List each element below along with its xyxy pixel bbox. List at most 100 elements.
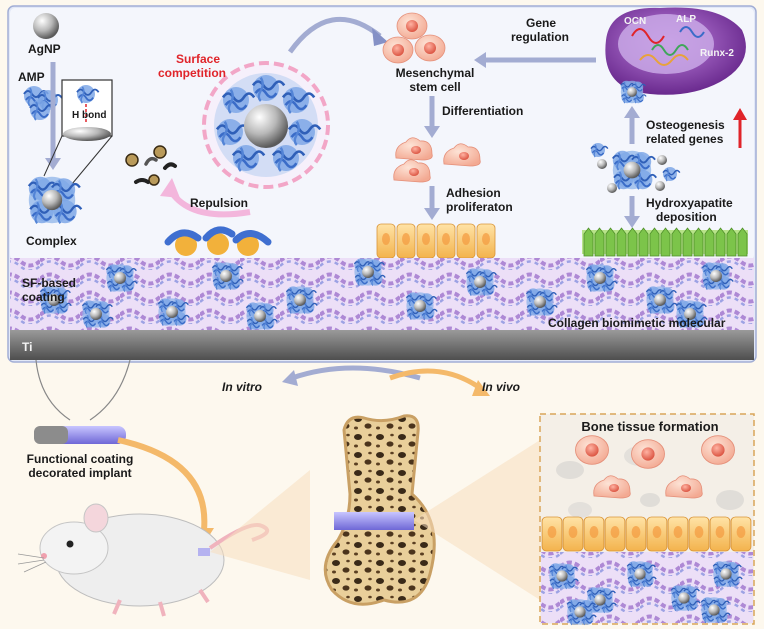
- arrow-head-circle-to-msc: [372, 28, 388, 46]
- osteogenesis-label-1: Osteogenesis: [646, 118, 725, 132]
- beam-femur-to-panel: [414, 440, 540, 600]
- hydroxyapatite-crystal: [660, 227, 671, 257]
- bone-osteoblast: [646, 516, 668, 552]
- surface-competition-label-2: competition: [158, 66, 226, 80]
- implant-label-1: Functional coating: [26, 452, 134, 466]
- alp-label: ALP: [676, 14, 696, 25]
- hydroxyapatite-crystals-icon: [582, 227, 748, 257]
- hydroxyapatite-label-1: Hydroxyapatite: [646, 196, 733, 210]
- hydroxyapatite-crystal: [605, 227, 616, 257]
- coating-complex: [406, 292, 437, 319]
- msc-label-1: Mesenchymal: [395, 66, 475, 80]
- up-arrow-icon: [733, 108, 747, 148]
- h-bond-inset: [43, 79, 113, 185]
- arrow-circle-to-msc: [287, 16, 382, 54]
- coating-complex: [106, 264, 137, 291]
- hydroxyapatite-crystal: [737, 227, 748, 257]
- surface-bacteria-icon: [164, 226, 272, 256]
- bone-complex: [713, 561, 742, 587]
- arrow-head-differentiation: [424, 126, 440, 138]
- ti-substrate: [10, 330, 754, 360]
- hydroxyapatite-crystal: [671, 227, 682, 257]
- complex-label: Complex: [26, 234, 77, 248]
- bone-osteoblast: [604, 516, 626, 552]
- coating-complex: [158, 298, 189, 325]
- coating-complex: [354, 258, 385, 285]
- mouse-icon: [17, 503, 270, 617]
- bone-osteoblast: [583, 516, 605, 552]
- femur-icon: [323, 414, 436, 606]
- hydroxyapatite-label-2: deposition: [656, 210, 717, 224]
- gene-regulation-label-1: Gene: [525, 16, 556, 30]
- msc-label-2: stem cell: [409, 80, 461, 94]
- agnp-sphere-icon: [33, 13, 59, 39]
- arrow-implant-to-mouse: [117, 437, 208, 531]
- hydroxyapatite-crystal: [682, 227, 693, 257]
- bacteria-cluster-icon: [125, 145, 177, 186]
- hydroxyapatite-crystal: [693, 227, 704, 257]
- osteoblast-cell-icon: [605, 7, 746, 103]
- beam-mouse-to-femur: [210, 470, 310, 580]
- repulsion-arrow-head: [160, 178, 180, 198]
- adhesion-label-1: Adhesion: [446, 186, 501, 200]
- hydroxyapatite-crystal: [616, 227, 627, 257]
- in-vitro-label: In vitro: [222, 380, 263, 394]
- hydroxyapatite-crystal: [726, 227, 737, 257]
- collagen-label: Collagen biomimetic molecular: [548, 316, 726, 330]
- arrow-in-vivo: [389, 368, 482, 391]
- arrow-head-hydroxyapatite: [624, 216, 640, 228]
- arrow-head-osteogenesis: [624, 106, 640, 118]
- adhesion-label-2: proliferaton: [446, 200, 513, 214]
- arrow-agnp-to-complex: [45, 62, 61, 170]
- agnp-label: AgNP: [28, 42, 61, 56]
- coating-complex: [526, 288, 557, 315]
- in-vivo-label: In vivo: [482, 380, 521, 394]
- differentiation-label: Differentiation: [442, 104, 524, 118]
- bone-osteoblast: [667, 516, 689, 552]
- hydroxyapatite-crystal: [594, 227, 605, 257]
- bone-osteoblast: [562, 516, 584, 552]
- coating-complex: [646, 286, 677, 313]
- in-vitro-panel: [7, 5, 757, 363]
- amp-label: AMP: [18, 70, 45, 84]
- repulsion-label: Repulsion: [190, 196, 249, 210]
- complex-icon: [29, 177, 81, 223]
- sf-coating-layer: [10, 258, 754, 330]
- hydroxyapatite-crystal: [704, 227, 715, 257]
- bone-complex: [567, 599, 596, 625]
- bone-osteoblast: [541, 516, 563, 552]
- ocn-label: OCN: [624, 16, 647, 27]
- h-bond-label: H bond: [72, 110, 107, 121]
- arrow-head-adhesion: [424, 208, 440, 220]
- bone-osteoblast: [688, 516, 710, 552]
- coating-complex: [702, 262, 733, 289]
- coating-complex: [466, 268, 497, 295]
- coating-complex: [82, 300, 113, 327]
- arrow-head-in-vitro: [282, 370, 298, 386]
- released-complex-icon: [590, 142, 681, 193]
- coating-complex: [246, 302, 277, 329]
- arrow-head-in-vivo: [472, 380, 490, 396]
- hydroxyapatite-crystal: [638, 227, 649, 257]
- hydroxyapatite-crystal: [583, 227, 594, 257]
- sf-coating-label-2: coating: [22, 290, 65, 304]
- arrow-head-gene-regulation: [474, 52, 486, 68]
- coating-complex: [286, 286, 317, 313]
- surface-competition-label-1: Surface: [175, 52, 221, 66]
- bone-complex: [627, 561, 656, 587]
- implant-label-2: decorated implant: [28, 466, 132, 480]
- bone-complex: [701, 597, 730, 623]
- implant-icon: [34, 426, 126, 444]
- bone-tissue-panel: [539, 413, 755, 625]
- ti-label: Ti: [22, 340, 33, 354]
- surface-competition-circle: [202, 61, 330, 189]
- hydroxyapatite-crystal: [649, 227, 660, 257]
- hydroxyapatite-crystal: [715, 227, 726, 257]
- bone-tissue-label: Bone tissue formation: [581, 419, 719, 434]
- gene-regulation-label-2: regulation: [510, 30, 569, 44]
- bone-complex: [671, 585, 700, 611]
- sf-coating-label-1: SF-based: [22, 276, 77, 290]
- bone-osteoblast: [730, 516, 752, 552]
- bone-osteoblast: [625, 516, 647, 552]
